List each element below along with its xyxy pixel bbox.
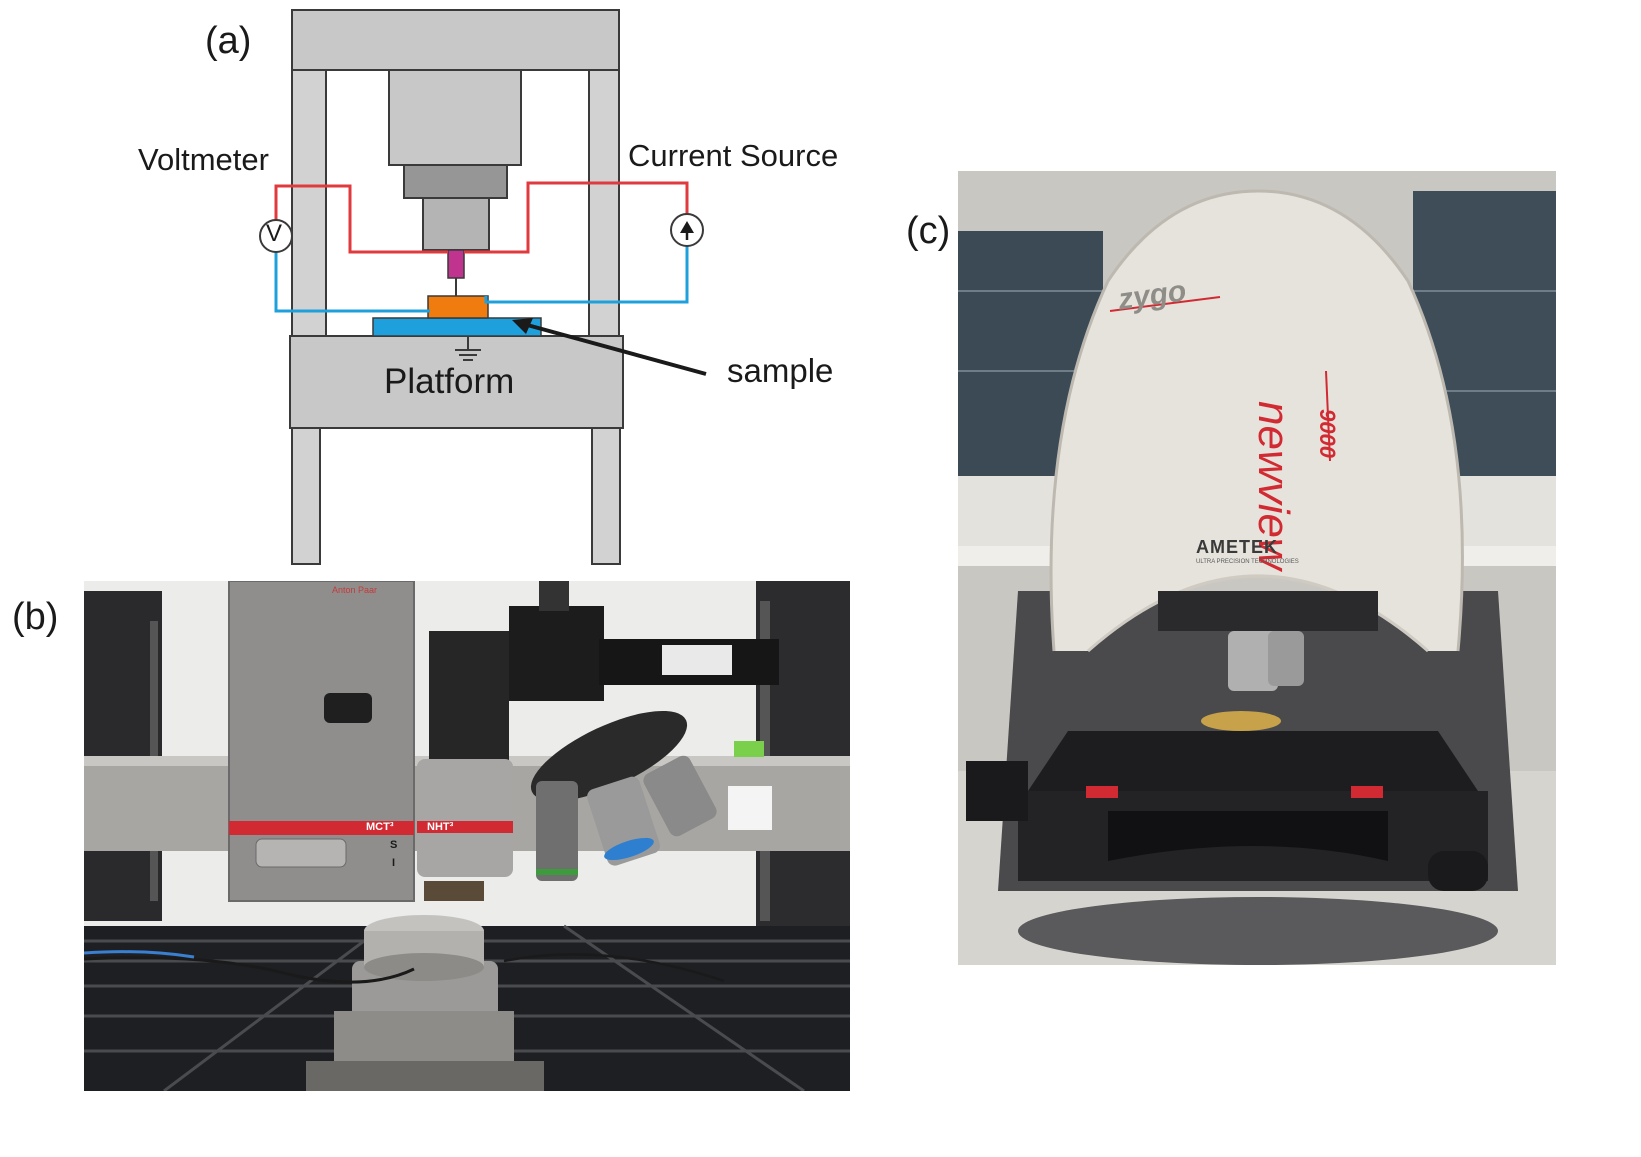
frame-top-beam — [291, 9, 620, 71]
frame-right-leg — [591, 427, 621, 565]
current-arrow-icon — [680, 221, 694, 233]
ametek-maker-logo: AMETEK — [1196, 537, 1278, 557]
blue-wire-current — [484, 246, 689, 304]
nanoindentation-tester-photo: Anton Paar MCT³ NHT³ S I — [84, 581, 850, 1091]
red-wire-current — [464, 181, 689, 254]
newview-model-number: 9000 — [1315, 409, 1340, 458]
panel-c-label: (c) — [906, 210, 951, 252]
switch-s-label: S — [390, 839, 398, 851]
indenter-tip — [447, 249, 465, 279]
frame-left-leg — [291, 427, 321, 565]
tester-photo-drawing — [84, 581, 850, 1091]
anton-paar-brand: Anton Paar — [332, 585, 378, 595]
current-source-label: Current Source — [628, 138, 839, 173]
voltmeter-symbol — [259, 219, 293, 253]
platform-base — [289, 335, 624, 429]
panel-b-label: (b) — [12, 596, 59, 638]
voltmeter-label: Voltmeter — [138, 142, 269, 177]
sample-pointer-arrow — [519, 321, 707, 376]
actuator-middle — [403, 164, 508, 199]
frame-right-column — [588, 69, 620, 339]
red-wire-voltmeter — [274, 184, 448, 254]
nanoindenter-schematic — [259, 9, 707, 565]
platform-label: Platform — [384, 362, 515, 401]
actuator-upper — [388, 69, 522, 166]
ametek-tagline: ULTRA PRECISION TECHNOLOGIES — [1196, 559, 1299, 565]
panel-a-label: (a) — [205, 20, 252, 62]
actuator-lower — [422, 197, 490, 251]
ground-symbol — [455, 336, 481, 361]
nht-module-label: NHT³ — [427, 821, 454, 833]
frame-left-column — [291, 69, 327, 339]
profiler-photo-drawing — [958, 171, 1556, 965]
sample-label: sample — [727, 352, 834, 389]
switch-i-label: I — [392, 857, 396, 869]
voltmeter-symbol-text: V — [266, 220, 283, 247]
blue-wire-voltmeter — [274, 252, 430, 313]
mct-module-label: MCT³ — [366, 821, 394, 833]
optical-profiler-photo: zygo newview 9000 AMETEK ULTRA PRECISION… — [958, 171, 1556, 965]
sample-block — [427, 295, 489, 319]
